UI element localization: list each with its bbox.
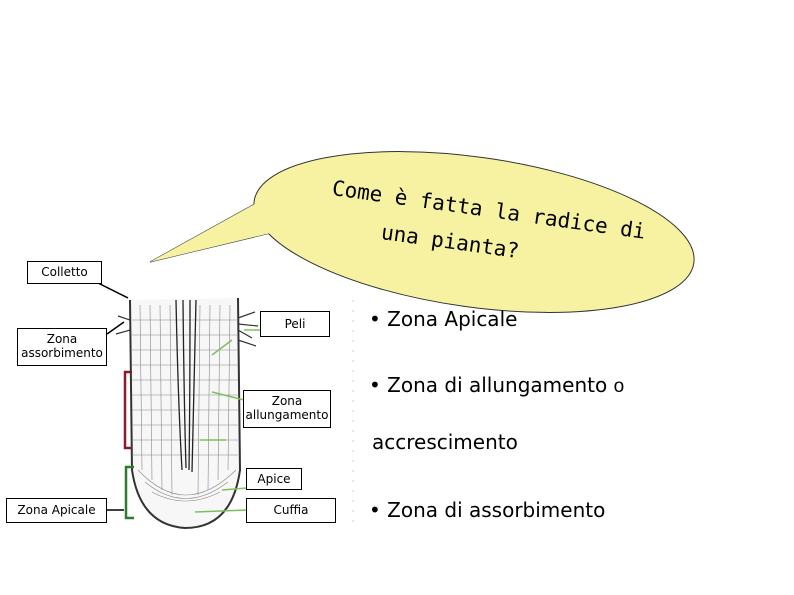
allungamento-arrow xyxy=(211,391,245,401)
bracket-allungamento xyxy=(123,370,132,450)
bullet-zona-apicale: • Zona Apicale xyxy=(369,307,518,331)
assorbimento-arrow xyxy=(106,321,125,335)
label-cuffia: Cuffia xyxy=(246,498,336,523)
bracket-apicale xyxy=(124,465,134,520)
bullet-zona-allungamento-suffix: o xyxy=(613,376,625,397)
root-hairs xyxy=(115,311,259,347)
label-zona-apicale: Zona Apicale xyxy=(6,498,107,523)
label-zona-allungamento: Zona allungamento xyxy=(243,390,331,428)
root-illustration xyxy=(115,297,259,530)
peli-arrow-2 xyxy=(211,339,233,356)
cuffia-arrow xyxy=(194,509,248,513)
bullet-accrescimento: accrescimento xyxy=(372,430,518,454)
apice-arrow xyxy=(221,487,248,491)
label-apice: Apice xyxy=(246,468,302,490)
label-zona-assorbimento: Zona assorbimento xyxy=(17,328,107,366)
label-colletto: Colletto xyxy=(27,261,102,284)
label-peli: Peli xyxy=(260,311,330,337)
vascular-strands xyxy=(175,299,197,473)
bullet-zona-allungamento-text: • Zona di allungamento xyxy=(369,373,608,397)
speech-bubble-shape xyxy=(253,151,695,313)
bullet-zona-assorbimento: • Zona di assorbimento xyxy=(369,498,606,522)
bullet-zona-allungamento: • Zona di allungamento o xyxy=(369,373,624,398)
speech-bubble xyxy=(149,151,695,313)
